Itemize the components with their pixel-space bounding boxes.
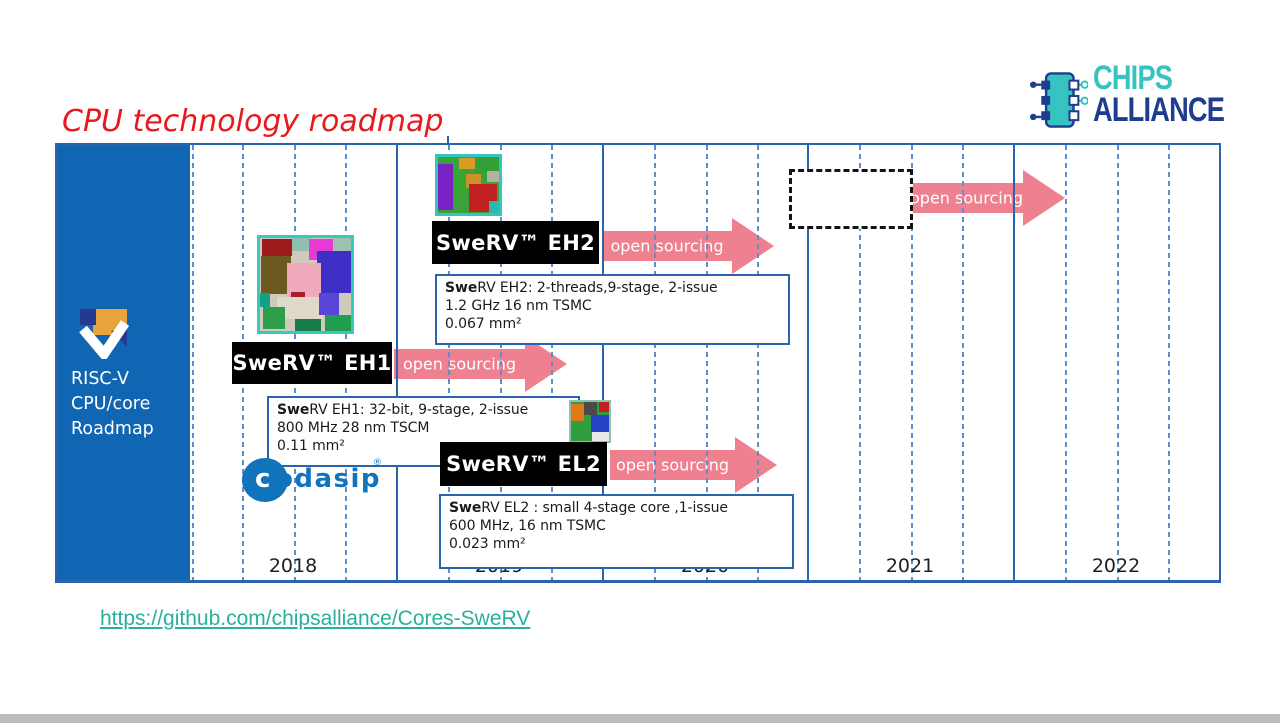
swerv-eh2-box: SweRV™ EH2 <box>432 221 599 264</box>
swerv-eh1-label: SweRV™ EH1 <box>232 351 392 375</box>
eh2-die-image <box>435 154 502 216</box>
grid-line-dashed <box>1065 145 1068 580</box>
chips-alliance-logo: CHIPS ALLIANCE <box>1030 60 1225 140</box>
sidebar-line-1: RISC-V <box>71 369 129 389</box>
sidebar-line-2: CPU/core <box>71 393 151 414</box>
future-open-sourcing-arrow: open sourcing <box>910 170 1065 226</box>
codasip-circle-icon <box>242 458 288 502</box>
bottom-letterbox-band <box>0 714 1280 723</box>
future-arrow-label: open sourcing <box>910 188 1024 208</box>
el2-open-sourcing-arrow: open sourcing <box>610 437 777 493</box>
tick-mark <box>447 136 449 145</box>
swerv-eh2-label: SweRV™ EH2 <box>435 230 596 255</box>
codasip-logo: c odasip ® <box>242 457 392 503</box>
eh1-spec-line-2: 800 MHz 28 nm TSCM <box>277 420 430 437</box>
eh1-spec-line-3: 0.11 mm² <box>277 438 345 455</box>
grid-line-dashed <box>192 145 194 580</box>
brand-wordmark: CHIPS ALLIANCE <box>1093 59 1225 129</box>
eh1-die-image <box>257 235 354 334</box>
el2-spec-box: SweRV EL2 : small 4-stage core ,1-issue … <box>439 494 794 569</box>
roadmap-sidebar: RISC-V CPU/core Roadmap <box>57 145 190 580</box>
github-link[interactable]: https://github.com/chipsalliance/Cores-S… <box>100 607 531 630</box>
future-core-placeholder <box>789 169 913 229</box>
eh2-spec-line-3: 0.067 mm² <box>445 316 522 333</box>
eh2-spec-line-2: 1.2 GHz 16 nm TSMC <box>445 298 592 315</box>
eh2-open-sourcing-arrow: open sourcing <box>602 218 774 274</box>
risc-v-logo <box>79 309 129 359</box>
grid-line-dashed <box>1117 145 1120 580</box>
el2-spec-line-2: 600 MHz, 16 nm TSMC <box>449 518 606 535</box>
swerv-eh1-box: SweRV™ EH1 <box>232 342 392 384</box>
eh1-open-sourcing-arrow: open sourcing <box>394 336 567 392</box>
year-label-2021: 2021 <box>885 555 935 577</box>
year-label-2022: 2022 <box>1091 555 1141 577</box>
eh2-spec-line-1: SweRV EH2: 2-threads,9-stage, 2-issue <box>445 280 718 296</box>
el2-spec-line-1: SweRV EL2 : small 4-stage core ,1-issue <box>449 500 728 516</box>
swerv-el2-box: SweRV™ EL2 <box>440 442 607 486</box>
el2-die-image <box>569 400 611 443</box>
year-label-2018: 2018 <box>268 555 318 577</box>
page-title: CPU technology roadmap <box>62 104 444 139</box>
brand-chips-text: CHIPS <box>1093 59 1173 97</box>
eh2-spec-box: SweRV EH2: 2-threads,9-stage, 2-issue 1.… <box>435 274 790 345</box>
el2-spec-line-3: 0.023 mm² <box>449 536 526 553</box>
sidebar-caption: RISC-V CPU/core Roadmap <box>71 367 154 442</box>
timeline-chart: RISC-V CPU/core Roadmap 2018 2019 2020 2… <box>55 136 1221 583</box>
codasip-letter-c: c <box>255 464 271 494</box>
sidebar-line-3: Roadmap <box>71 418 154 439</box>
el2-arrow-label: open sourcing <box>615 455 730 475</box>
codasip-wordmark: odasip <box>275 464 382 494</box>
codasip-registered-mark: ® <box>373 458 382 468</box>
brand-alliance-text: ALLIANCE <box>1093 90 1225 129</box>
eh1-spec-line-1: SweRV EH1: 32-bit, 9-stage, 2-issue <box>277 402 529 418</box>
grid-line-dashed <box>1168 145 1171 580</box>
eh1-arrow-label: open sourcing <box>402 354 517 374</box>
chip-icon <box>1030 72 1088 128</box>
eh1-spec-box: SweRV EH1: 32-bit, 9-stage, 2-issue 800 … <box>267 396 580 467</box>
swerv-el2-label: SweRV™ EL2 <box>446 452 601 476</box>
eh2-arrow-label: open sourcing <box>610 236 724 256</box>
